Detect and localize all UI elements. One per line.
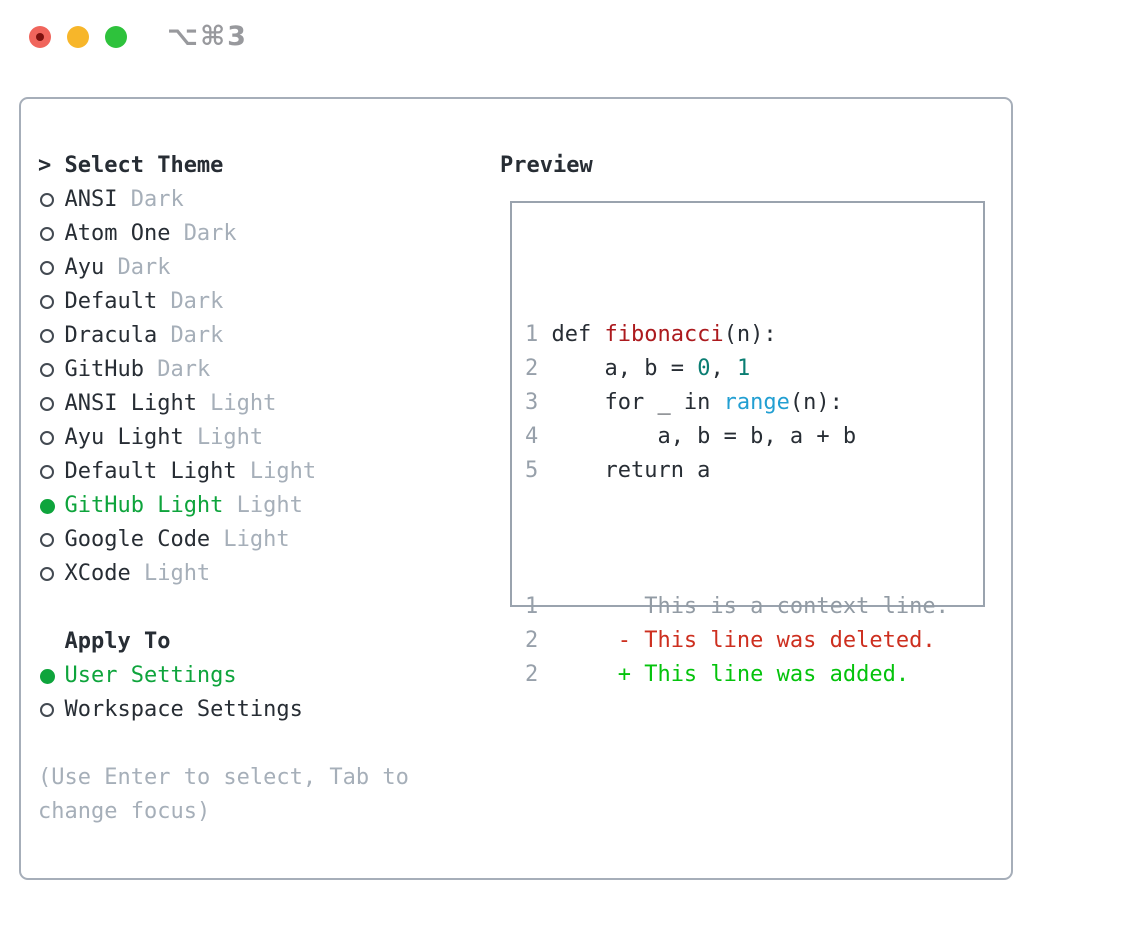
close-button[interactable] bbox=[29, 26, 51, 48]
apply-option-label: User Settings bbox=[64, 663, 237, 688]
apply-to-header: Apply To bbox=[38, 625, 409, 659]
code-line: 2 a, b = 0, 1 bbox=[525, 356, 751, 381]
theme-variant-label: Light bbox=[223, 527, 290, 552]
hint-line-1: (Use Enter to select, Tab to bbox=[38, 765, 409, 790]
radio-icon bbox=[40, 193, 54, 207]
hint-line-2: change focus) bbox=[38, 799, 211, 824]
theme-option-label: ANSI bbox=[64, 187, 118, 212]
theme-variant-label: Light bbox=[196, 425, 264, 450]
maximize-button[interactable] bbox=[105, 26, 127, 48]
theme-option-ansi-light[interactable]: ANSI Light Light bbox=[38, 387, 409, 421]
radio-icon bbox=[40, 363, 54, 377]
apply-option-label: Workspace Settings bbox=[64, 697, 303, 722]
theme-variant-label: Dark bbox=[170, 323, 224, 348]
theme-option-label: Google Code bbox=[64, 527, 211, 552]
theme-option-label: Default Light bbox=[64, 459, 237, 484]
theme-option-github-light[interactable]: GitHub Light Light bbox=[38, 489, 409, 523]
apply-to-title: Apply To bbox=[64, 629, 171, 654]
radio-icon bbox=[40, 329, 54, 343]
theme-option-dracula[interactable]: Dracula Dark bbox=[38, 319, 409, 353]
theme-option-ayu-light[interactable]: Ayu Light Light bbox=[38, 421, 409, 455]
minimize-button[interactable] bbox=[67, 26, 89, 48]
radio-icon bbox=[40, 397, 54, 411]
code-line: 4 a, b = b, a + b bbox=[525, 424, 857, 449]
select-theme-header: > Select Theme bbox=[38, 149, 409, 183]
spacer bbox=[38, 727, 409, 761]
diff-line: 2 + This line was added. bbox=[525, 662, 910, 687]
radio-icon bbox=[40, 227, 54, 241]
theme-variant-label: Light bbox=[143, 561, 211, 586]
close-dot-icon bbox=[36, 33, 44, 41]
diff-line: 1 This is a context line. bbox=[525, 594, 949, 619]
select-theme-title: Select Theme bbox=[64, 153, 224, 178]
radio-icon bbox=[40, 295, 54, 309]
theme-option-label: Atom One bbox=[64, 221, 171, 246]
radio-selected-icon bbox=[40, 668, 55, 684]
radio-selected-icon bbox=[40, 498, 55, 514]
theme-option-default-light[interactable]: Default Light Light bbox=[38, 455, 409, 489]
code-line: 3 for _ in range(n): bbox=[525, 390, 843, 415]
theme-variant-label: Dark bbox=[183, 221, 237, 246]
theme-option-label: GitHub Light bbox=[64, 493, 224, 518]
theme-option-xcode[interactable]: XCode Light bbox=[38, 557, 409, 591]
theme-variant-label: Dark bbox=[170, 289, 224, 314]
diff-line: 2 - This line was deleted. bbox=[525, 628, 936, 653]
radio-icon bbox=[40, 261, 54, 275]
keyboard-hint: (Use Enter to select, Tab to change focu… bbox=[38, 761, 409, 829]
theme-option-label: GitHub bbox=[64, 357, 144, 382]
apply-option-workspace-settings[interactable]: Workspace Settings bbox=[38, 693, 409, 727]
theme-option-label: Ayu bbox=[64, 255, 105, 280]
spacer bbox=[38, 591, 409, 625]
cursor-arrow-icon: > bbox=[38, 153, 52, 178]
radio-icon bbox=[40, 465, 54, 479]
theme-option-default[interactable]: Default Dark bbox=[38, 285, 409, 319]
apply-option-user-settings[interactable]: User Settings bbox=[38, 659, 409, 693]
titlebar: ⌥⌘3 bbox=[0, 0, 1140, 74]
code-line: 5 return a bbox=[525, 458, 711, 483]
radio-icon bbox=[40, 533, 54, 547]
theme-variant-label: Dark bbox=[130, 187, 184, 212]
radio-icon bbox=[40, 431, 54, 445]
radio-icon bbox=[40, 703, 54, 717]
diff-preview-lines: 1 This is a context line. 2 - This line w… bbox=[525, 590, 949, 692]
theme-option-label: Default bbox=[64, 289, 158, 314]
theme-option-ansi[interactable]: ANSI Dark bbox=[38, 183, 409, 217]
theme-variant-label: Dark bbox=[157, 357, 211, 382]
theme-option-ayu[interactable]: Ayu Dark bbox=[38, 251, 409, 285]
radio-icon bbox=[40, 567, 54, 581]
theme-variant-label: Light bbox=[249, 459, 317, 484]
theme-option-label: Dracula bbox=[64, 323, 158, 348]
theme-option-label: Ayu Light bbox=[64, 425, 184, 450]
theme-variant-label: Light bbox=[210, 391, 277, 416]
theme-option-label: XCode bbox=[64, 561, 131, 586]
window-shortcut-label: ⌥⌘3 bbox=[167, 21, 248, 52]
theme-variant-label: Light bbox=[236, 493, 303, 518]
theme-variant-label: Dark bbox=[117, 255, 171, 280]
theme-option-github[interactable]: GitHub Dark bbox=[38, 353, 409, 387]
preview-title: Preview bbox=[500, 153, 593, 178]
theme-option-google-code[interactable]: Google Code Light bbox=[38, 523, 409, 557]
theme-option-atom-one[interactable]: Atom One Dark bbox=[38, 217, 409, 251]
theme-option-label: ANSI Light bbox=[64, 391, 197, 416]
